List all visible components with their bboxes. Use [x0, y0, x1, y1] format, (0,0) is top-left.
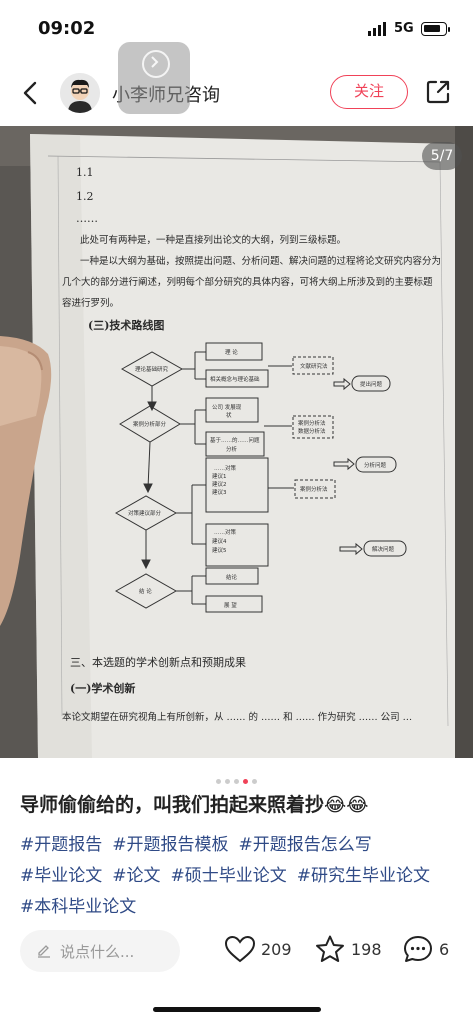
hashtag[interactable]: #硕士毕业论文: [170, 866, 287, 886]
comment-count: 6: [439, 940, 450, 959]
svg-text:数据分析法: 数据分析法: [298, 427, 326, 435]
flow-node: 结 论: [139, 587, 152, 595]
flow-node: 理论基础研究: [135, 365, 169, 373]
flow-node: 理 论: [225, 348, 238, 356]
doc-section-tech: (三)技术路线图: [88, 318, 164, 332]
svg-text:建议2: 建议2: [212, 480, 227, 488]
doc-last-line: 本论文期望在研究视角上有所创新，从 …… 的 …… 和 …… 作为研究 …… 公…: [62, 711, 412, 723]
doc-line: 1.1: [76, 166, 94, 179]
doc-para1: 此处可有两种是，一种是直接列出论文的大纲，列到三级标题。: [80, 234, 346, 246]
doc-line: ……: [76, 212, 98, 225]
svg-text:案例分析法: 案例分析法: [298, 419, 326, 427]
flow-node: 文献研究法: [300, 362, 328, 370]
svg-text:……对策: ……对策: [214, 464, 237, 472]
battery-icon: [421, 22, 450, 36]
pen-icon: [38, 945, 50, 958]
signal-icon: [368, 22, 386, 36]
flow-node: 提出问题: [360, 380, 383, 388]
svg-text:建议3: 建议3: [212, 488, 227, 496]
floating-overlay-button[interactable]: [118, 42, 190, 114]
carousel-dot: [216, 779, 221, 784]
chevron-right-icon: [142, 50, 170, 78]
svg-text:基于……的……问题: 基于……的……问题: [210, 436, 260, 444]
carousel-dot: [225, 779, 230, 784]
image-page-indicator: 5/7: [422, 142, 462, 170]
doc-section-innov: (一)学术创新: [70, 681, 135, 695]
svg-text:分析: 分析: [226, 445, 238, 453]
home-indicator[interactable]: [153, 1007, 321, 1012]
comment-placeholder: 说点什么...: [60, 943, 135, 961]
flow-node: 案例分析法: [300, 485, 328, 493]
flow-node: 相关概念与理论基础: [210, 375, 260, 383]
hashtag[interactable]: #研究生毕业论文: [296, 866, 430, 886]
hashtag[interactable]: #论文: [112, 866, 161, 886]
bottom-action-bar: 说点什么... 209 198 6: [0, 925, 473, 980]
svg-text:公司 发展现: 公司 发展现: [212, 403, 242, 411]
svg-text:容进行罗列。: 容进行罗列。: [62, 297, 119, 309]
flow-node: 案例分析部分: [133, 420, 167, 428]
post-tags: #开题报告 #开题报告模板 #开题报告怎么写 #毕业论文 #论文 #硕士毕业论文 #研究生…: [20, 830, 460, 923]
flow-node: 结论: [226, 573, 238, 581]
hashtag[interactable]: #毕业论文: [20, 866, 103, 886]
document-photo: 1.1 1.2 …… 此处可有两种是，一种是直接列出论文的大纲，列到三级标题。 …: [0, 126, 473, 758]
comment-input[interactable]: 说点什么...: [20, 930, 180, 972]
svg-text:几个大的部分进行阐述，列明每个部分研究的具体内容，可将大纲上: 几个大的部分进行阐述，列明每个部分研究的具体内容，可将大纲上所涉及到的主要标题: [62, 276, 433, 288]
carousel-dots: [0, 771, 473, 784]
svg-text:建议5: 建议5: [212, 546, 227, 554]
carousel-dot: [234, 779, 239, 784]
doc-section3: 三、本选题的学术创新点和预期成果: [70, 655, 246, 669]
author-avatar[interactable]: [60, 73, 100, 113]
hashtag[interactable]: #开题报告怎么写: [238, 835, 372, 855]
svg-text:一种是以大纲为基础，按照提出问题、分析问题、解决问题的过程将: 一种是以大纲为基础，按照提出问题、分析问题、解决问题的过程将论文研究内容分为: [80, 255, 441, 267]
flow-node: 分析问题: [364, 461, 387, 469]
back-arrow-icon[interactable]: [16, 78, 46, 108]
network-type: 5G: [394, 21, 414, 36]
carousel-dot: [252, 779, 257, 784]
doc-line: 1.2: [76, 190, 94, 203]
svg-text:建议1: 建议1: [212, 472, 227, 480]
carousel-dot-active: [243, 779, 248, 784]
hashtag[interactable]: #开题报告: [20, 835, 103, 855]
hashtag[interactable]: #本科毕业论文: [20, 897, 137, 917]
post-image[interactable]: 1.1 1.2 …… 此处可有两种是，一种是直接列出论文的大纲，列到三级标题。 …: [0, 126, 473, 758]
status-time: 09:02: [38, 18, 96, 39]
star-icon: [316, 935, 344, 962]
like-button[interactable]: 209: [224, 934, 298, 964]
like-count: 209: [261, 940, 292, 959]
flow-node: 对策建议部分: [128, 509, 162, 517]
svg-text:建议4: 建议4: [212, 537, 227, 545]
comment-button[interactable]: 6: [402, 934, 452, 964]
follow-button[interactable]: 关注: [330, 75, 408, 109]
flow-node: 展 望: [224, 601, 237, 609]
share-icon[interactable]: [424, 78, 452, 106]
post-header: 小李师兄咨询 关注: [0, 64, 473, 122]
comment-bubble-icon: [404, 936, 432, 962]
favorite-button[interactable]: 198: [314, 934, 384, 964]
flow-node: 解决问题: [372, 545, 395, 553]
favorite-count: 198: [351, 940, 382, 959]
status-bar: 09:02 5G: [0, 0, 473, 60]
heart-icon: [224, 935, 256, 963]
svg-text:……对策: ……对策: [214, 528, 237, 536]
svg-text:状: 状: [226, 411, 232, 419]
hashtag[interactable]: #开题报告模板: [112, 835, 229, 855]
post-title: 导师偷偷给的，叫我们拍起来照着抄😂😂: [20, 794, 369, 816]
